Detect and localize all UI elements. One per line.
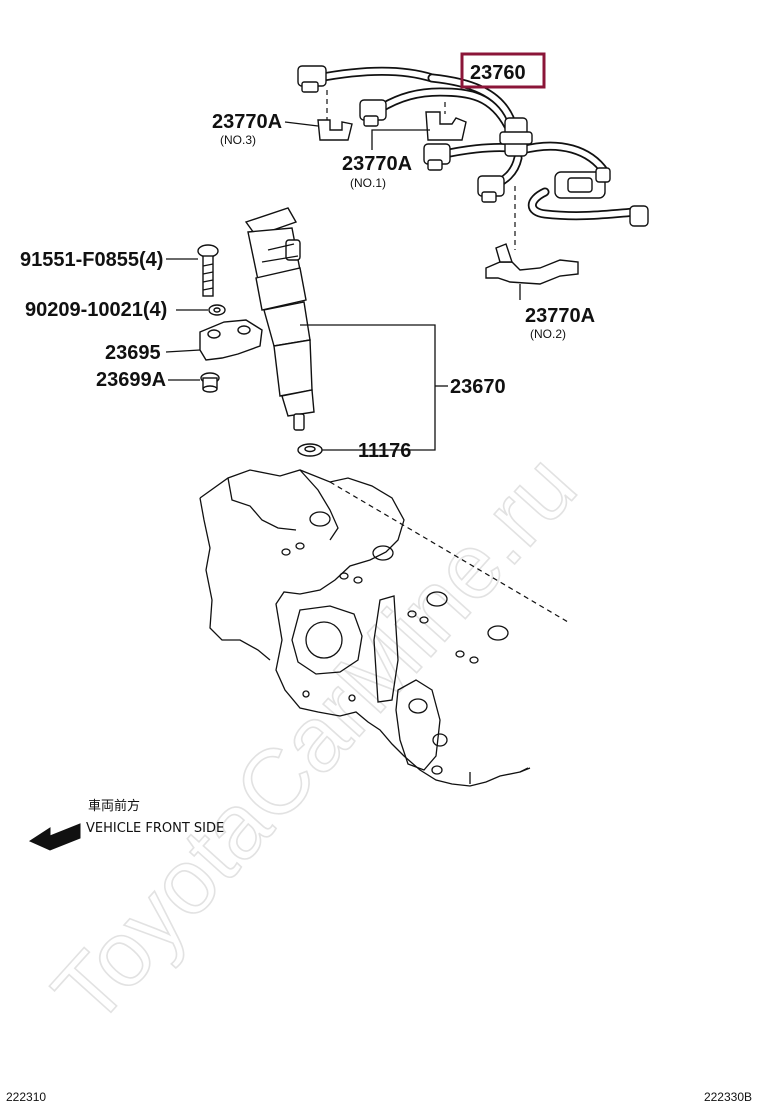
injector-clamp[interactable] <box>199 319 263 361</box>
clamp-no2[interactable] <box>485 243 579 285</box>
arrow-left-icon <box>28 823 81 851</box>
clamp-no2-note: (NO.2) <box>530 327 566 341</box>
clamp-no3-note: (NO.3) <box>220 133 256 147</box>
hose-assembly-label[interactable]: 23760 <box>470 62 526 84</box>
watermark: ToyotaCarMine.ru <box>33 435 596 1044</box>
gasket[interactable] <box>297 443 323 457</box>
plug[interactable] <box>200 372 220 393</box>
clamp-no3[interactable] <box>317 119 353 141</box>
bolt[interactable] <box>197 244 219 297</box>
gasket-label[interactable]: 11176 <box>358 440 411 462</box>
vehicle-front-indicator: 車両前方 VEHICLE FRONT SIDE <box>28 798 224 851</box>
clamp-no3-label[interactable]: 23770A <box>212 111 282 133</box>
washer-label[interactable]: 90209-10021(4) <box>25 299 167 321</box>
plug-label[interactable]: 23699A <box>96 369 166 391</box>
leak-off-hose-assembly[interactable] <box>297 65 649 227</box>
watermark-text: ToyotaCarMine.ru <box>34 436 596 1044</box>
cylinder-head <box>199 469 569 787</box>
clamp-no1-note: (NO.1) <box>350 176 386 190</box>
washer[interactable] <box>208 304 226 316</box>
injector[interactable] <box>244 207 315 431</box>
bolt-label[interactable]: 91551-F0855(4) <box>20 249 163 271</box>
injector-label[interactable]: 23670 <box>450 376 506 398</box>
clamp-no1-label[interactable]: 23770A <box>342 153 412 175</box>
clamp-no2-label[interactable]: 23770A <box>525 305 595 327</box>
footer-left-code: 222310 <box>6 1090 46 1104</box>
clamp-no1[interactable] <box>425 111 467 141</box>
clamp-label[interactable]: 23695 <box>105 342 161 364</box>
footer-right-code: 222330B <box>704 1090 752 1104</box>
front-side-english: VEHICLE FRONT SIDE <box>86 821 224 836</box>
front-side-japanese: 車両前方 <box>88 798 140 814</box>
hose-assembly-highlight <box>460 52 546 89</box>
